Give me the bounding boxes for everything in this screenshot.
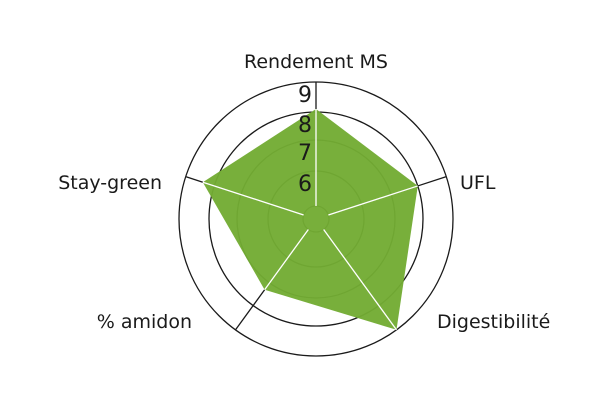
radial-tick-label: 7 xyxy=(298,141,312,166)
spoke-outer-3 xyxy=(234,289,266,331)
axis-labels: Rendement MS UFL Digestibilité % amidon Stay… xyxy=(58,51,550,333)
radial-tick-label: 9 xyxy=(298,83,312,108)
radial-tick-label: 8 xyxy=(298,113,312,138)
data-polygon xyxy=(202,109,418,330)
spoke-inner-1 xyxy=(328,185,418,216)
spoke-outer-1 xyxy=(417,176,447,187)
axis-label-0: Rendement MS xyxy=(244,51,388,73)
radial-tick-label: 6 xyxy=(298,172,312,197)
spoke-inner-3 xyxy=(264,229,309,291)
axis-label-4: Stay-green xyxy=(58,172,162,194)
grid-spokes xyxy=(185,82,447,331)
axis-label-3: % amidon xyxy=(97,311,192,333)
radial-tick-labels: 6 7 8 9 xyxy=(298,83,312,197)
spoke-inner-4 xyxy=(202,181,304,216)
spoke-outer-4 xyxy=(185,176,204,183)
spoke-inner-2 xyxy=(323,229,398,331)
axis-label-1: UFL xyxy=(460,172,496,194)
axis-label-2: Digestibilité xyxy=(437,311,550,333)
